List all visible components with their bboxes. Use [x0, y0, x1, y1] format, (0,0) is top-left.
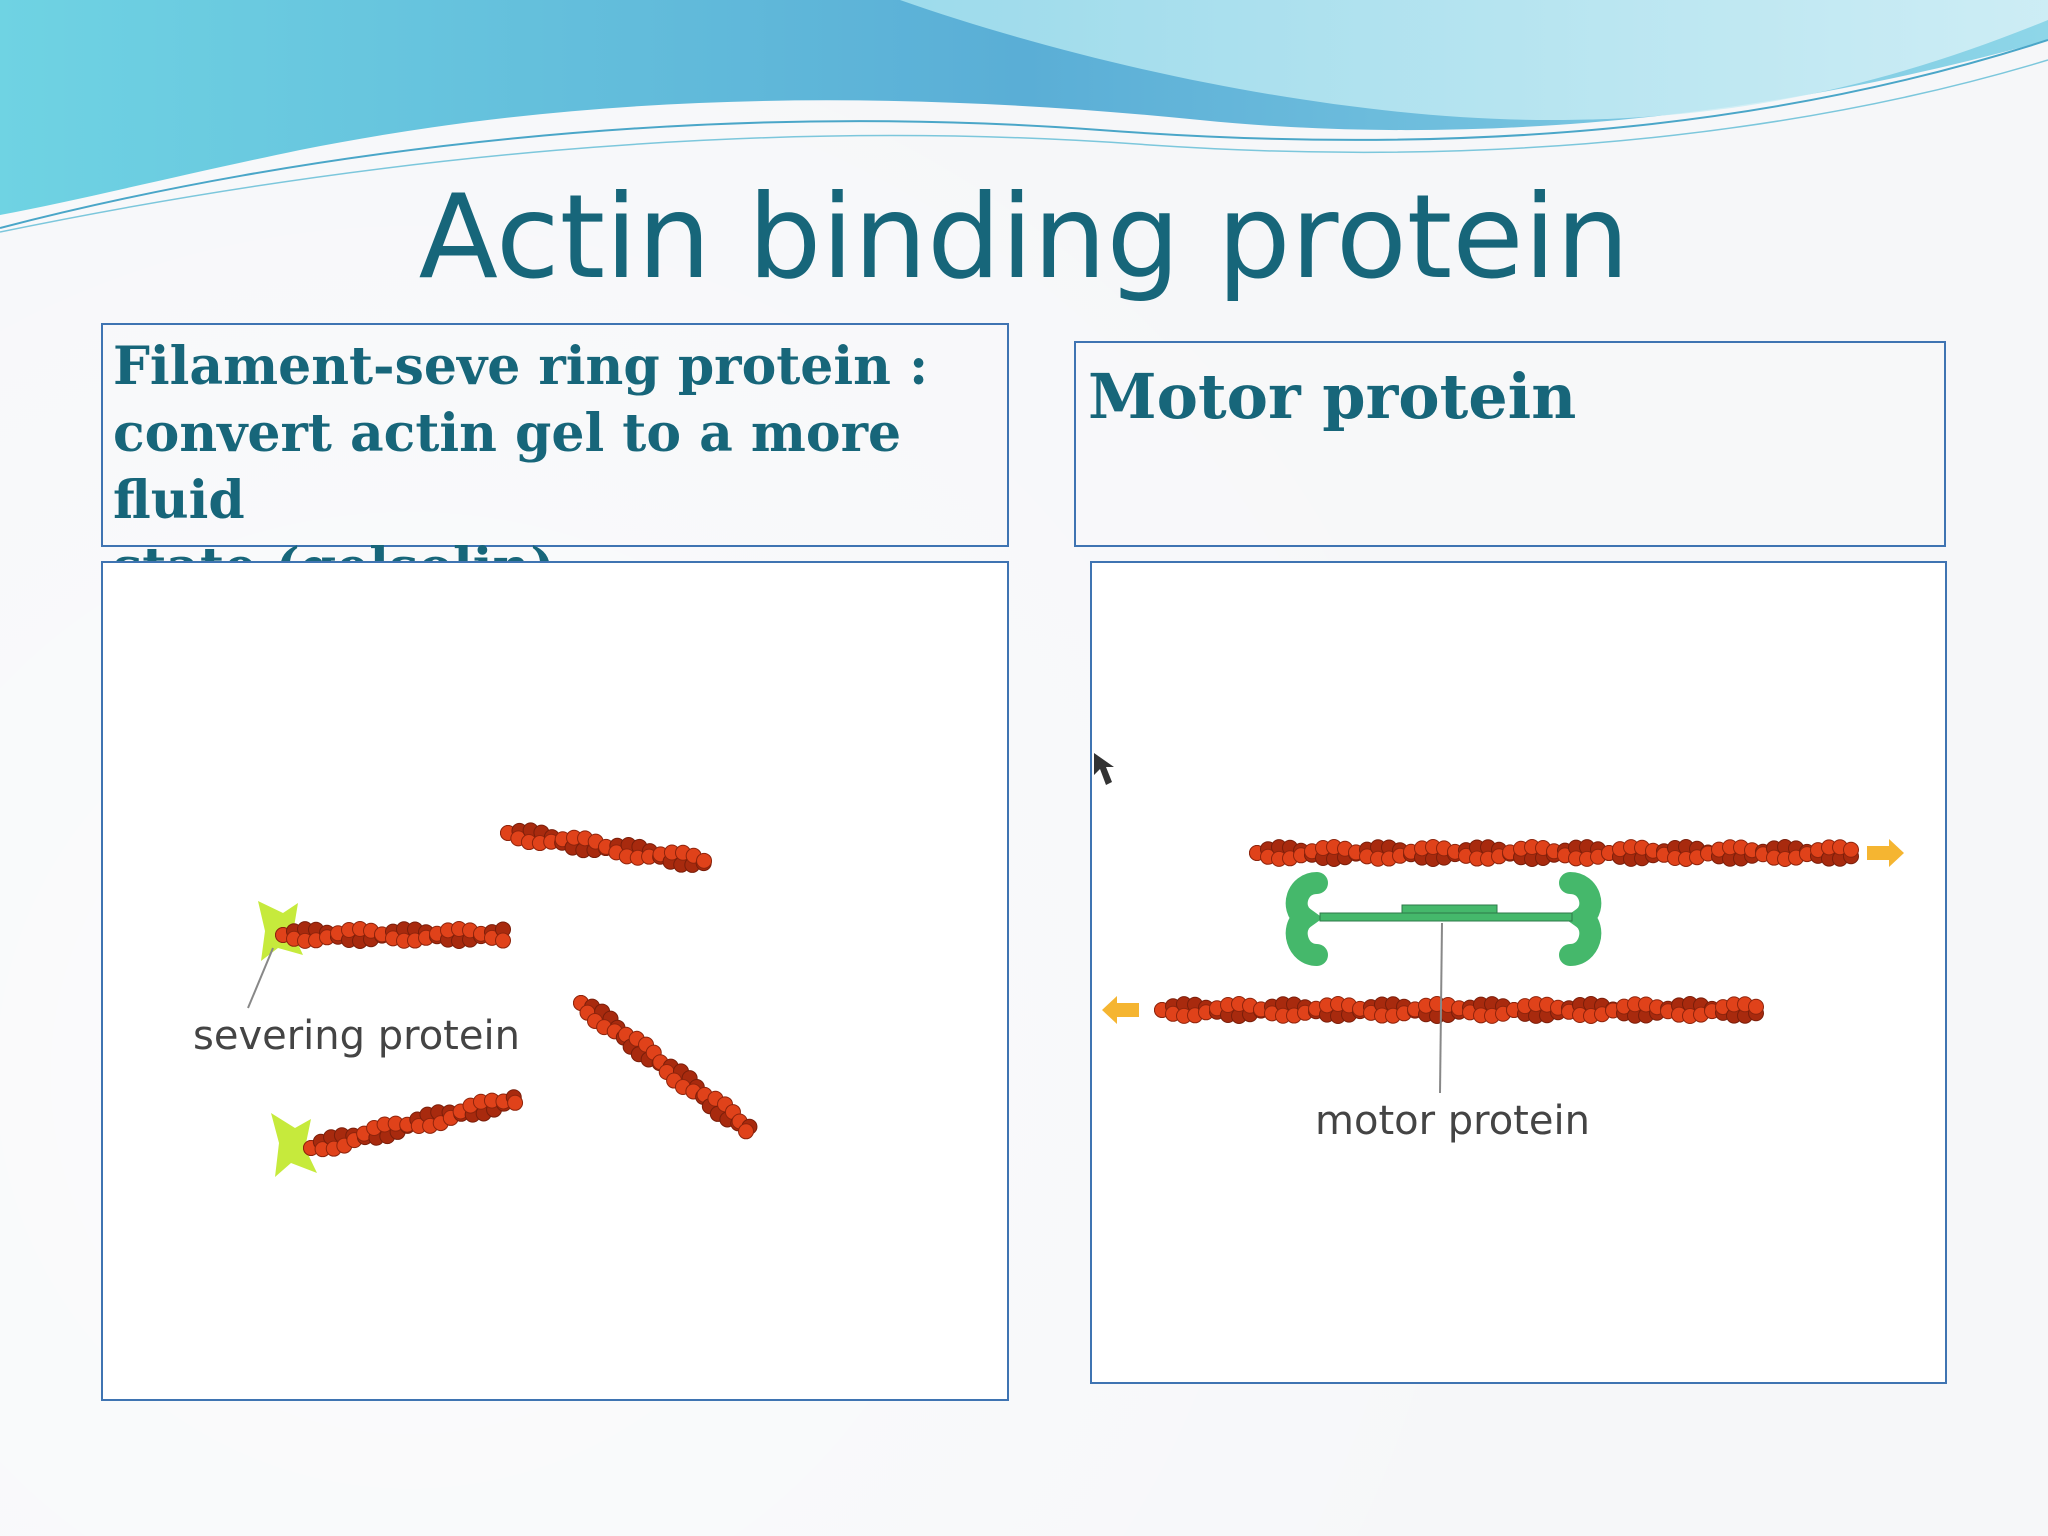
actin-filament-top: [1249, 839, 1859, 867]
filament-severing-text-box: Filament-seve ring protein : convert act…: [101, 323, 1009, 598]
header-wave-decoration: [0, 0, 2048, 233]
filament-severing-description: Filament-seve ring protein : convert act…: [113, 336, 929, 598]
motor-protein-figure: motor protein: [1090, 561, 1947, 1384]
severing-protein-figure: severing protein: [101, 561, 1009, 1401]
motor-protein-complex: [1285, 872, 1602, 966]
severing-pointer-line: [247, 947, 274, 1009]
actin-filament-fragment-3: [573, 995, 758, 1140]
actin-filament-fragment-1: [500, 822, 713, 873]
arrow-left-icon: [1102, 996, 1139, 1024]
severing-diagram: [247, 822, 758, 1177]
actin-filament-bottom: [1154, 996, 1764, 1024]
actin-filament-fragment-4: [303, 1089, 524, 1158]
actin-filament-fragment-2: [275, 921, 511, 949]
cursor-arrow-icon: [1094, 753, 1114, 785]
slide-title: Actin binding protein: [418, 170, 1630, 305]
motor-protein-label: motor protein: [1315, 1098, 1590, 1144]
severing-protein-label: severing protein: [193, 1013, 520, 1059]
motor-protein-heading: Motor protein: [1088, 360, 1577, 433]
arrow-right-icon: [1867, 839, 1904, 867]
severing-protein-bottom: [271, 1113, 317, 1177]
motor-pointer-line: [1439, 922, 1443, 1094]
motor-protein-text-box: Motor protein: [1074, 341, 1946, 547]
motor-diagram: [1094, 753, 1904, 1094]
